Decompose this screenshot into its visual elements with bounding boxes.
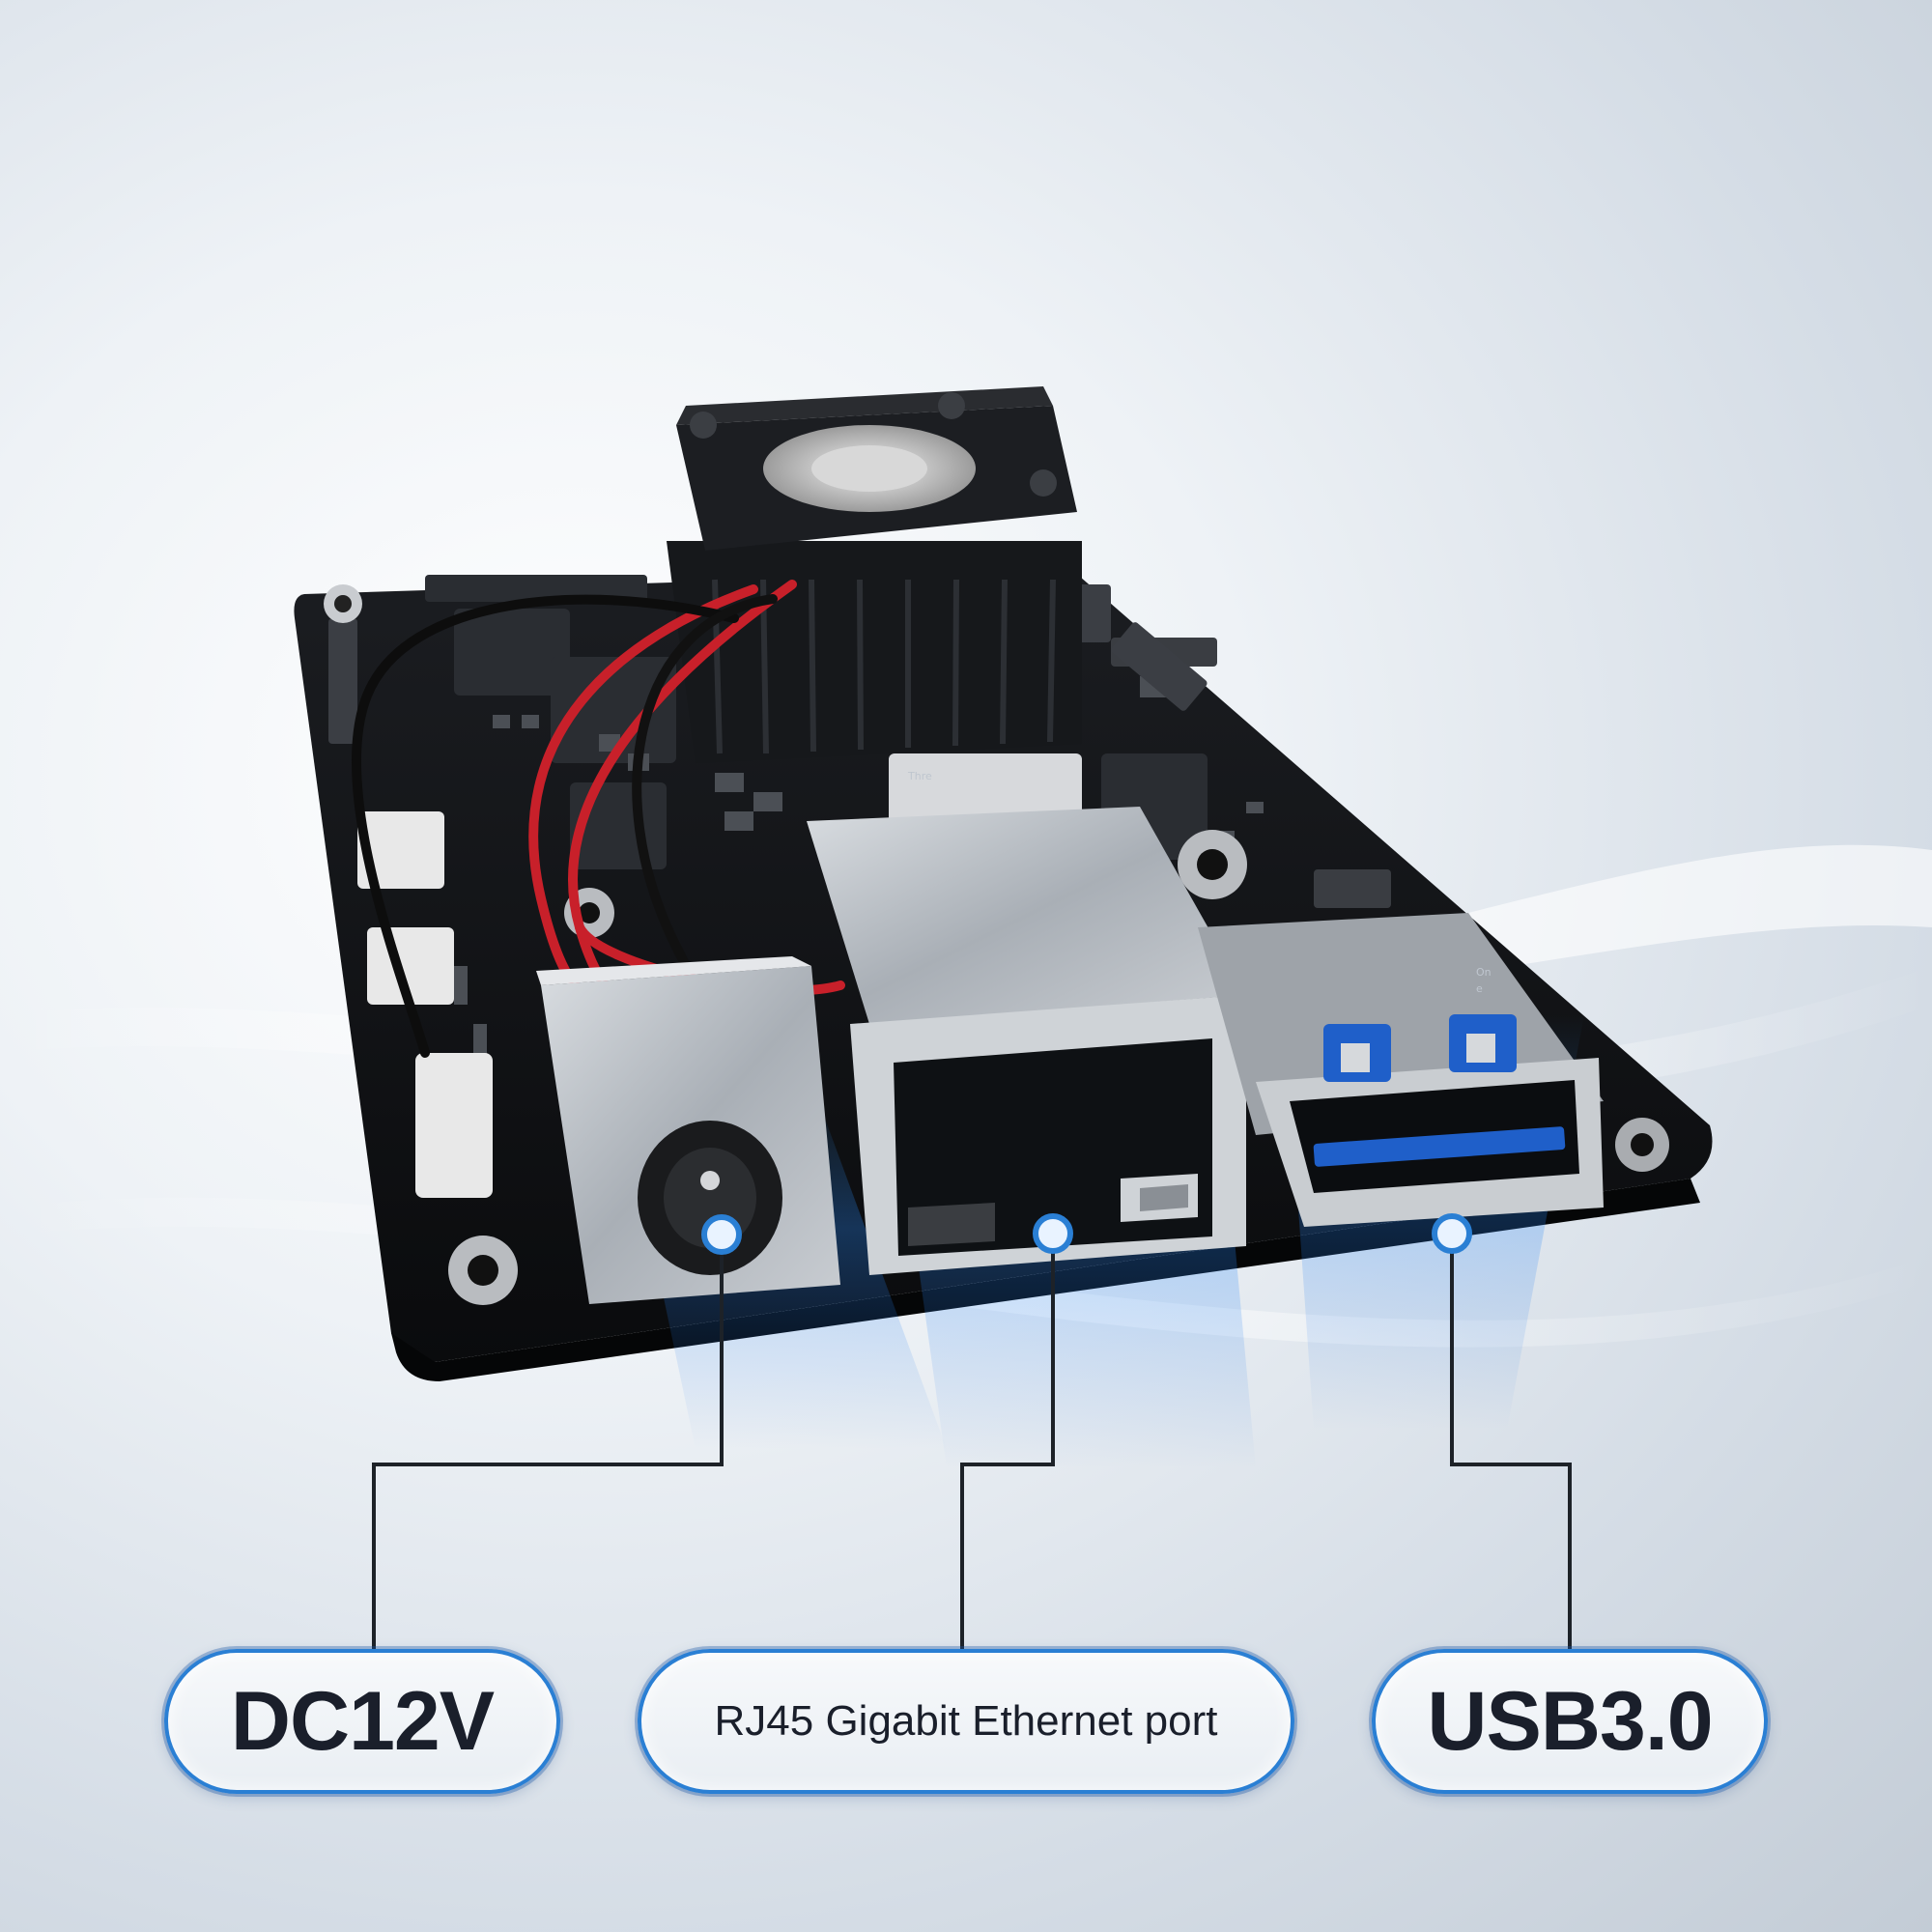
board-mark-side-1: On (1476, 966, 1492, 979)
rj45-port-icon (807, 807, 1246, 1275)
dc-jack-icon (536, 956, 840, 1304)
usb3-label-badge: USB3.0 (1372, 1649, 1768, 1794)
callout-lines (372, 1234, 1572, 1649)
usb-port-icon (1198, 913, 1604, 1227)
cooling-fan-icon (667, 386, 1082, 763)
usb3-label: USB3.0 (1427, 1674, 1713, 1768)
dc12v-label-badge: DC12V (164, 1649, 560, 1794)
board-mark-side-2: e (1476, 982, 1483, 995)
dc12v-label: DC12V (230, 1674, 495, 1768)
rj45-label-badge: RJ45 Gigabit Ethernet port (638, 1649, 1294, 1794)
callout-dots (701, 1213, 1472, 1255)
board-mark-top: Thre (908, 770, 932, 782)
rj45-label: RJ45 Gigabit Ethernet port (714, 1697, 1218, 1745)
